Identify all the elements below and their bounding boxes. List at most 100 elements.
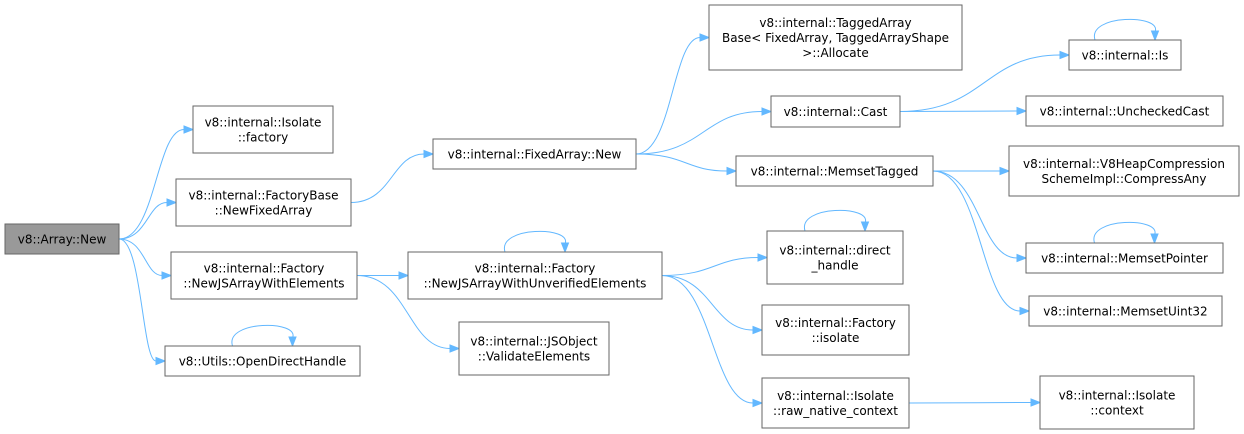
- edge-memsetpointer-to-memsetpointer: [1093, 221, 1159, 245]
- node-cast[interactable]: v8::internal::Cast: [770, 95, 901, 128]
- node-label-line: v8::internal::Is: [1082, 49, 1169, 63]
- edge-arrowhead: [860, 221, 870, 233]
- node-isolate-factory[interactable]: v8::internal::Isolate::factory: [192, 105, 334, 154]
- node-box: [458, 321, 610, 376]
- node-label-line: v8::internal::FixedArray::New: [448, 148, 622, 162]
- node-label-line: v8::internal::FactoryBase: [188, 189, 338, 203]
- edge-fixedarray_new-to-memsettagged: [635, 153, 738, 176]
- node-fixedarray-new[interactable]: v8::internal::FixedArray::New: [432, 138, 637, 170]
- edge-factory_newjsarraywithunverified-to-factory_isolate: [661, 275, 764, 335]
- node-isolate-context[interactable]: v8::internal::Isolate::context: [1039, 375, 1195, 430]
- node-label-line: v8::internal::Factory: [475, 262, 596, 276]
- edge-line: [932, 170, 1021, 312]
- edge-memsettagged-to-memsetpointer: [932, 170, 1028, 263]
- edge-line: [118, 238, 157, 362]
- node-box: [407, 251, 663, 300]
- edge-line: [1093, 221, 1156, 244]
- edge-cast-to-uncheckedcast: [899, 106, 1028, 116]
- edge-line: [635, 37, 701, 155]
- node-label-line: ::NewJSArrayWithUnverifiedElements: [424, 277, 647, 291]
- edge-arrowhead: [449, 344, 461, 353]
- node-memsetuint32[interactable]: v8::internal::MemsetUint32: [1028, 295, 1223, 327]
- edge-factory_newjsarraywithelements-to-factory_newjsarraywithunverified: [357, 271, 410, 280]
- node-v8heapcompression-compressany[interactable]: v8::internal::V8HeapCompressionSchemeImp…: [1008, 145, 1240, 197]
- node-box: [432, 138, 637, 170]
- edge-arrowhead: [752, 398, 764, 408]
- node-factorybase-newfixedarray[interactable]: v8::internal::FactoryBase::NewFixedArray: [175, 178, 352, 227]
- edge-array_new-to-factorybase_newfixedarray: [118, 198, 178, 240]
- node-label-line: ::ValidateElements: [478, 350, 590, 364]
- node-factory-newjsarraywithelements[interactable]: v8::internal::Factory::NewJSArrayWithEle…: [170, 251, 358, 300]
- node-label-line: ::factory: [238, 131, 288, 145]
- node-box: [770, 95, 901, 128]
- edge-array_new-to-isolate_factory: [118, 125, 195, 240]
- node-label-line: v8::internal::V8HeapCompression: [1023, 157, 1225, 171]
- node-box: [1028, 295, 1223, 327]
- node-label-line: ::NewJSArrayWithElements: [183, 277, 344, 291]
- node-memsettagged[interactable]: v8::internal::MemsetTagged: [735, 155, 934, 187]
- edge-line: [635, 111, 763, 155]
- edge-factorybase_newfixedarray-to-fixedarray_new: [350, 149, 435, 203]
- edge-line: [356, 275, 451, 349]
- node-label-line: v8::internal::JSObject: [470, 335, 597, 349]
- node-label-line: v8::internal::Factory: [775, 316, 896, 330]
- edge-arrowhead: [166, 198, 178, 207]
- edge-arrowhead: [423, 149, 435, 159]
- node-label-line: v8::internal::MemsetTagged: [751, 165, 919, 179]
- node-box: [192, 105, 334, 154]
- node-label-line: v8::Array::New: [18, 233, 107, 247]
- edge-arrowhead: [161, 271, 173, 280]
- node-utils-opendirecthandle[interactable]: v8::Utils::OpenDirectHandle: [164, 345, 361, 377]
- node-factory-isolate[interactable]: v8::internal::Factory::isolate: [761, 304, 910, 356]
- node-label-line: _handle: [811, 259, 859, 273]
- node-box: [735, 155, 934, 187]
- edge-arrowhead: [999, 166, 1011, 176]
- node-box: [170, 251, 358, 300]
- edge-arrowhead: [288, 336, 297, 348]
- edge-arrowhead: [155, 356, 167, 366]
- edge-utils_opendirecthandle-to-utils_opendirecthandle: [231, 324, 297, 348]
- edge-direct_handle-to-direct_handle: [804, 209, 870, 233]
- node-uncheckedcast[interactable]: v8::internal::UncheckedCast: [1025, 95, 1224, 127]
- node-label-line: v8::internal::Isolate: [205, 116, 322, 130]
- node-label-line: ::NewFixedArray: [215, 204, 313, 218]
- edge-arrowhead: [699, 33, 711, 42]
- edge-is-to-is: [1094, 18, 1160, 42]
- node-label-line: v8::internal::Isolate: [777, 389, 894, 403]
- node-label-line: ::raw_native_context: [773, 404, 898, 418]
- node-label-line: v8::internal::Factory: [204, 262, 325, 276]
- node-label-line: Base< FixedArray, TaggedArrayShape: [722, 31, 949, 45]
- node-box: [708, 4, 963, 71]
- node-memsetpointer[interactable]: v8::internal::MemsetPointer: [1025, 242, 1224, 274]
- edge-arrowhead: [761, 107, 773, 116]
- edge-factory_newjsarraywithunverified-to-direct_handle: [661, 253, 769, 276]
- node-factory-newjsarraywithunverified[interactable]: v8::internal::Factory::NewJSArrayWithUnv…: [407, 251, 663, 300]
- edge-line: [908, 402, 1032, 404]
- edge-factory_newjsarraywithunverified-to-factory_newjsarraywithunverified: [504, 230, 570, 254]
- node-direct-handle[interactable]: v8::internal::direct_handle: [766, 230, 904, 285]
- node-is[interactable]: v8::internal::Is: [1068, 39, 1182, 71]
- node-jsobject-validateelements[interactable]: v8::internal::JSObject::ValidateElements: [458, 321, 610, 376]
- edge-isolate_raw_native_context-to-isolate_context: [908, 398, 1042, 407]
- node-box: [4, 223, 120, 255]
- edge-line: [661, 275, 754, 331]
- edge-line: [504, 230, 566, 253]
- edge-line: [118, 238, 163, 276]
- edge-line: [118, 129, 185, 240]
- node-label-line: v8::Utils::OpenDirectHandle: [179, 355, 347, 369]
- edge-factory_newjsarraywithunverified-to-isolate_raw_native_context: [661, 275, 764, 408]
- edge-fixedarray_new-to-taggedarraybase_allocate: [635, 33, 711, 155]
- node-isolate-raw-native-context[interactable]: v8::internal::Isolate::raw_native_contex…: [761, 377, 910, 429]
- node-array-new[interactable]: v8::Array::New: [4, 223, 120, 255]
- edge-line: [661, 257, 759, 276]
- edge-line: [635, 153, 728, 172]
- node-box: [1039, 375, 1195, 430]
- node-box: [761, 377, 910, 429]
- edge-arrowhead: [398, 271, 410, 280]
- edge-memsettagged-to-v8heapcompression_compressany: [932, 166, 1011, 176]
- nodes-layer: v8::Array::Newv8::internal::Isolate::fac…: [4, 4, 1240, 430]
- edge-arrowhead: [1016, 106, 1028, 116]
- edge-array_new-to-factory_newjsarraywithelements: [118, 238, 173, 280]
